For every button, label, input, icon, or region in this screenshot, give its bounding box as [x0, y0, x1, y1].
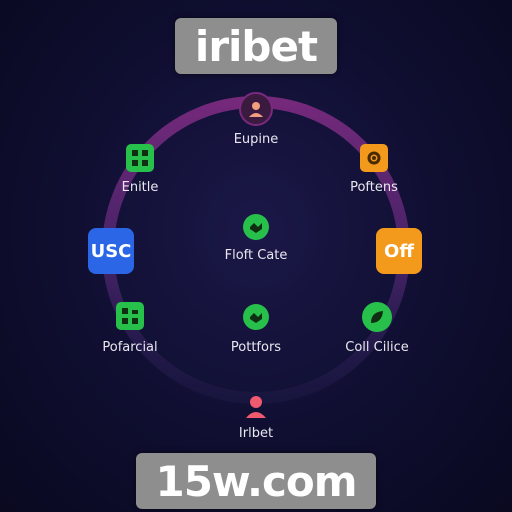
usc-tile: USC	[88, 228, 134, 274]
node-bottom-right-label: Coll Cilice	[345, 340, 409, 355]
grid-icon	[126, 144, 154, 172]
node-top-right[interactable]: Poftens	[344, 144, 404, 195]
off-tile-text: Off	[384, 240, 414, 262]
node-top-left-label: Enitle	[121, 180, 159, 195]
usc-tile-text: USC	[90, 240, 132, 262]
node-bottom-center[interactable]: Pottfors	[226, 304, 286, 355]
grid-icon	[116, 302, 144, 330]
brand-title: iribet	[194, 21, 318, 71]
node-bottom-label: Irlbet	[238, 426, 274, 441]
node-right[interactable]: Off	[376, 228, 422, 274]
node-top[interactable]: Eupine	[233, 92, 279, 147]
handshake-icon	[243, 304, 269, 330]
handshake-icon	[243, 214, 269, 240]
node-top-right-label: Poftens	[350, 180, 398, 195]
leaf-icon	[362, 302, 392, 332]
person-icon	[239, 92, 273, 126]
off-tile: Off	[376, 228, 422, 274]
node-bottom-right[interactable]: Coll Cilice	[342, 302, 412, 355]
node-center[interactable]: Floft Cate	[220, 214, 292, 263]
node-bottom[interactable]: Irlbet	[234, 392, 278, 441]
gear-icon	[360, 144, 388, 172]
domain-banner: 15w.com	[136, 453, 376, 509]
node-bottom-center-label: Pottfors	[230, 340, 282, 355]
brand-banner: iribet	[175, 18, 337, 74]
node-center-label: Floft Cate	[224, 248, 288, 263]
person-icon	[242, 392, 270, 420]
domain-text: 15w.com	[155, 456, 357, 506]
node-left[interactable]: USC	[88, 228, 134, 274]
node-top-label: Eupine	[233, 132, 279, 147]
node-bottom-left-label: Pofarcial	[102, 340, 158, 355]
node-top-left[interactable]: Enitle	[112, 144, 168, 195]
node-bottom-left[interactable]: Pofarcial	[100, 302, 160, 355]
